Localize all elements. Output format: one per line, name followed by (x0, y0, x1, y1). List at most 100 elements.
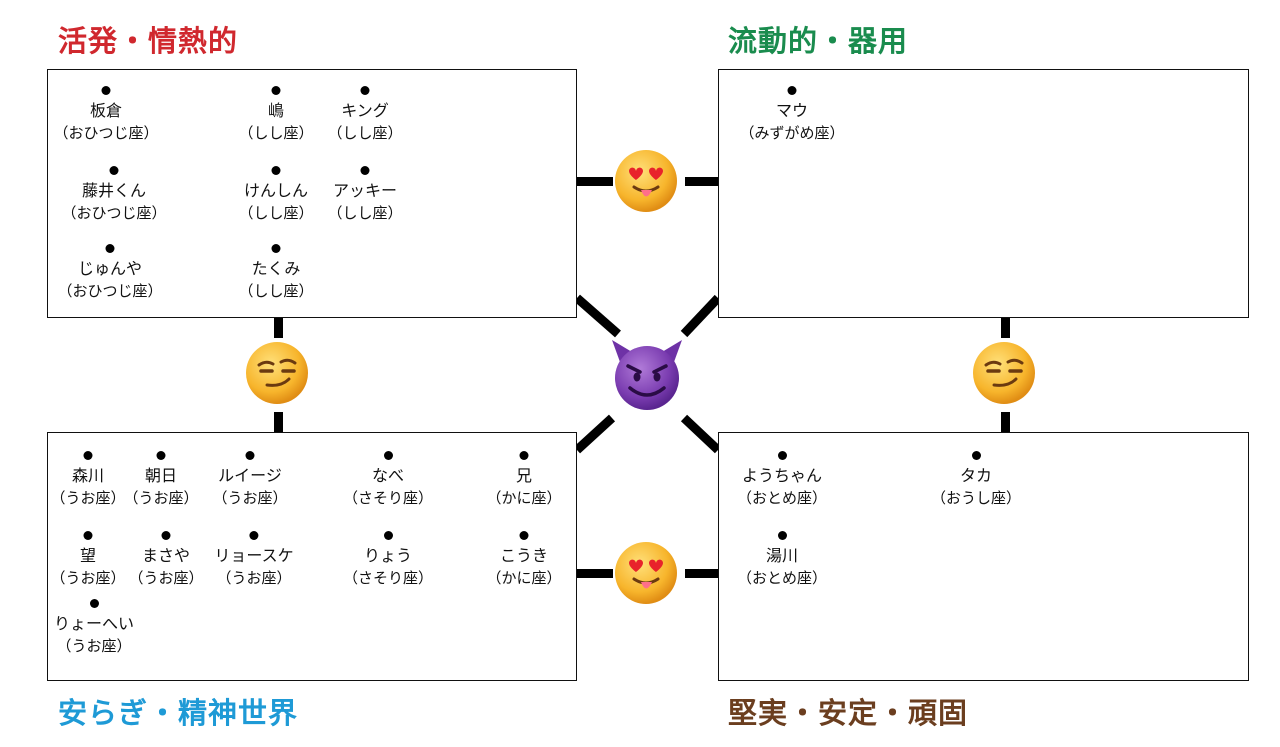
bullet-dot (89, 599, 99, 608)
member-sign: （うお座） (50, 489, 126, 507)
connector-diag-bl (573, 414, 616, 454)
member: じゅんや （おひつじ座） (57, 244, 163, 302)
member: 湯川 （おとめ座） (737, 531, 827, 589)
bullet-dot (109, 166, 119, 175)
bullet-dot (245, 451, 255, 460)
connector-bottom-right (685, 569, 718, 578)
member: けんしん （しし座） (238, 166, 314, 224)
member: マウ （みずがめ座） (739, 86, 845, 144)
bullet-dot (971, 451, 981, 460)
member: キング （しし座） (327, 86, 403, 144)
bullet-dot (383, 451, 393, 460)
connector-bottom-left (577, 569, 613, 578)
member-name: 藤井くん (81, 181, 147, 200)
member-sign: （おとめ座） (736, 489, 828, 507)
member-sign: （おひつじ座） (53, 124, 159, 142)
member-name: リョースケ (214, 546, 294, 565)
heading-fluid-dexterous: 流動的・器用 (728, 24, 909, 58)
member: りょーへい （うお座） (54, 599, 134, 657)
bullet-dot (101, 86, 111, 95)
member-sign: （うお座） (123, 489, 199, 507)
member-sign: （おうし座） (930, 489, 1022, 507)
member: まさや （うお座） (128, 531, 204, 589)
member-name: 湯川 (765, 546, 799, 565)
member-name: じゅんや (77, 259, 143, 278)
member: たくみ （しし座） (238, 244, 314, 302)
member-name: りょーへい (53, 614, 135, 633)
bullet-dot (161, 531, 171, 540)
member: なべ （さそり座） (343, 451, 433, 509)
bullet-dot (777, 451, 787, 460)
connector-diag-tl (574, 294, 621, 338)
member-name: 森川 (71, 466, 105, 485)
bullet-dot (519, 531, 529, 540)
member-name: 板倉 (89, 101, 123, 120)
connector-right-upper (1001, 318, 1010, 338)
smirk-emoji (245, 341, 309, 405)
member-name: まさや (141, 546, 191, 565)
member: 望 （うお座） (50, 531, 126, 589)
member: ルイージ （うお座） (212, 451, 288, 509)
bullet-dot (83, 451, 93, 460)
group-box-top-left: 板倉 （おひつじ座） 藤井くん （おひつじ座） じゅんや （おひつじ座） 嶋 （… (47, 69, 577, 318)
bullet-dot (360, 86, 370, 95)
bullet-dot (360, 166, 370, 175)
bullet-dot (156, 451, 166, 460)
member-name: 望 (79, 546, 97, 565)
bullet-dot (105, 244, 115, 253)
member-name: タカ (959, 466, 993, 485)
member: リョースケ （うお座） (214, 531, 294, 589)
member-sign: （しし座） (238, 124, 314, 142)
member: 嶋 （しし座） (238, 86, 314, 144)
member-sign: （さそり座） (342, 489, 434, 507)
member: ようちゃん （おとめ座） (737, 451, 827, 509)
member-sign: （しし座） (238, 204, 314, 222)
member: 兄 （かに座） (486, 451, 562, 509)
member-name: アッキー (332, 181, 398, 200)
connector-left-upper (274, 318, 283, 338)
heading-calm-spiritual: 安らぎ・精神世界 (58, 696, 299, 730)
heading-steady-stable-stubborn: 堅実・安定・頑固 (728, 696, 969, 730)
member: こうき （かに座） (486, 531, 562, 589)
member: 朝日 （うお座） (123, 451, 199, 509)
member-name: ようちゃん (741, 466, 823, 485)
heart-eyes-tongue-emoji (614, 149, 678, 213)
member-name: キング (341, 101, 389, 120)
bullet-dot (249, 531, 259, 540)
member-sign: （おひつじ座） (57, 282, 163, 300)
connector-diag-tr (680, 294, 722, 338)
connector-left-lower (274, 412, 283, 432)
member-sign: （しし座） (238, 282, 314, 300)
connector-diag-br (680, 414, 722, 454)
heart-eyes-tongue-emoji (614, 541, 678, 605)
group-box-bottom-left: 森川 （うお座） 望 （うお座） りょーへい （うお座） 朝日 （うお座） まさ… (47, 432, 577, 681)
heading-active-passionate: 活発・情熱的 (58, 24, 239, 58)
member-name: 嶋 (267, 101, 285, 120)
member-sign: （うお座） (56, 637, 132, 655)
member-sign: （みずがめ座） (739, 124, 845, 142)
bullet-dot (777, 531, 787, 540)
group-box-bottom-right: ようちゃん （おとめ座） 湯川 （おとめ座） タカ （おうし座） (718, 432, 1249, 681)
member-name: なべ (371, 466, 405, 485)
smiling-devil-emoji (608, 338, 686, 412)
member-sign: （かに座） (486, 489, 562, 507)
member-name: 朝日 (144, 466, 178, 485)
bullet-dot (271, 86, 281, 95)
member: 森川 （うお座） (50, 451, 126, 509)
bullet-dot (787, 86, 797, 95)
member-name: 兄 (515, 466, 533, 485)
member-name: マウ (775, 101, 809, 120)
member: 藤井くん （おひつじ座） (61, 166, 167, 224)
member: りょう （さそり座） (343, 531, 433, 589)
bullet-dot (83, 531, 93, 540)
member-name: たくみ (251, 259, 301, 278)
member-sign: （しし座） (327, 124, 403, 142)
member-sign: （うお座） (212, 489, 288, 507)
bullet-dot (271, 244, 281, 253)
smirk-emoji (972, 341, 1036, 405)
member-sign: （うお座） (216, 569, 292, 587)
connector-right-lower (1001, 412, 1010, 432)
member-sign: （しし座） (327, 204, 403, 222)
member-name: りょう (363, 546, 413, 565)
